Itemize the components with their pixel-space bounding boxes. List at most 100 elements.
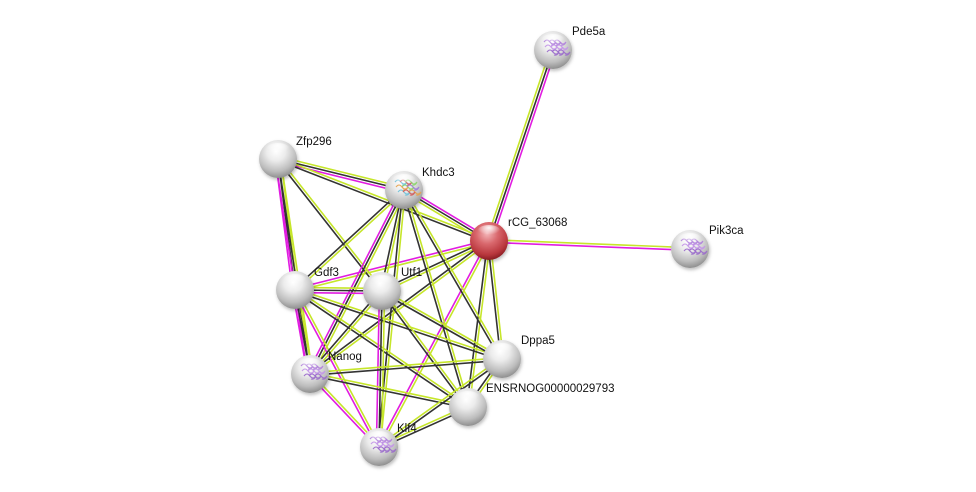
edge-rCG_63068-Pde5a[interactable] [485, 48, 557, 243]
edge-line-coexpression [488, 49, 554, 242]
node-pde5a[interactable]: Pde5a [534, 26, 606, 69]
edge-line-coexpression [401, 190, 468, 408]
edge-line-coexpression [486, 241, 502, 360]
edge-line-textmining [485, 48, 552, 241]
node-label: ENSRNOG00000029793 [486, 383, 615, 395]
edge-Nanog-Dppa5[interactable] [309, 356, 503, 377]
edge-line-coexpression [379, 359, 504, 449]
node-zfp296[interactable]: Zfp296 [259, 136, 332, 178]
edge-line-coexpression [277, 158, 311, 375]
edge-line-coexpression [381, 239, 489, 291]
node-label: Khdc3 [422, 167, 455, 179]
edge-line-coexpression [277, 158, 405, 191]
edge-line-textmining [295, 288, 503, 359]
edge-line-experiments [377, 240, 489, 447]
edge-line-textmining [311, 190, 408, 376]
edge-line-textmining [310, 241, 491, 376]
edge-line-textmining [377, 357, 502, 447]
edge-rCG_63068-Dppa5[interactable] [486, 240, 505, 360]
node-highlight [456, 391, 480, 405]
edge-line-textmining [382, 289, 504, 359]
edge-line-textmining [295, 289, 381, 447]
edge-Khdc3-Gdf3[interactable] [293, 188, 406, 292]
edge-Zfp296-rCG_63068[interactable] [277, 157, 490, 243]
edge-line-coexpression [293, 188, 404, 290]
edge-line-textmining [295, 190, 406, 292]
node-label: rCG_63068 [508, 217, 567, 229]
node-highlight [477, 225, 501, 239]
node-utf1[interactable]: Utf1 [363, 267, 422, 310]
edge-line-experiments [277, 160, 404, 194]
node-rcg_63068[interactable]: rCG_63068 [470, 217, 567, 260]
edge-Klf4-Dppa5[interactable] [377, 357, 504, 449]
edge-Gdf3-Klf4[interactable] [293, 289, 381, 448]
node-pik3ca[interactable]: Pik3ca [671, 225, 744, 268]
node-highlight [283, 274, 307, 288]
edge-line-textmining [489, 238, 691, 249]
node-highlight [541, 34, 565, 48]
edge-line-coexpression [402, 190, 502, 361]
node-label: Gdf3 [314, 267, 339, 279]
edge-line-experiments [293, 290, 379, 448]
edge-rCG_63068-Pik3ca[interactable] [488, 238, 691, 252]
edge-line-experiments [306, 188, 403, 374]
edge-Zfp296-Khdc3[interactable] [277, 155, 405, 194]
edge-rCG_63068-Utf1[interactable] [381, 239, 490, 293]
edge-line-coexpression [308, 239, 489, 374]
edge-Utf1-Dppa5[interactable] [380, 289, 504, 361]
node-gdf3[interactable]: Gdf3 [276, 267, 339, 309]
node-label: Utf1 [401, 267, 422, 279]
edge-line-textmining [489, 240, 505, 359]
node-dppa5[interactable]: Dppa5 [483, 335, 555, 378]
edge-line-experiments [488, 241, 690, 252]
node-highlight [367, 431, 391, 445]
edge-line-textmining [382, 289, 470, 407]
edge-line-experiments [490, 50, 557, 243]
node-ensrnog00000029793[interactable]: ENSRNOG00000029793 [449, 383, 615, 426]
edge-line-textmining [278, 157, 490, 241]
edge-line-textmining [382, 241, 490, 293]
edge-Utf1-ENSRNOG00000029793[interactable] [380, 289, 470, 409]
node-label: Pik3ca [709, 225, 744, 237]
edge-line-textmining [379, 190, 407, 448]
node-highlight [392, 174, 416, 188]
edge-line-experiments [375, 290, 381, 447]
node-highlight [298, 358, 322, 372]
node-highlight [266, 143, 290, 157]
edge-line-coexpression [380, 291, 502, 361]
edge-rCG_63068-Nanog[interactable] [308, 239, 491, 376]
edge-line-textmining [404, 189, 471, 407]
edge-line-coexpression [309, 374, 468, 410]
edge-line-textmining [278, 155, 405, 189]
node-highlight [490, 343, 514, 357]
node-highlight [370, 275, 394, 289]
edge-Khdc3-ENSRNOG00000029793[interactable] [401, 189, 471, 408]
node-khdc3[interactable]: Khdc3 [385, 167, 455, 209]
edge-line-textmining [379, 241, 491, 448]
edge-line-textmining [278, 157, 384, 291]
edge-line-textmining [295, 288, 470, 407]
edge-line-textmining [295, 241, 490, 293]
edge-line-textmining [279, 158, 314, 374]
edge-rCG_63068-Gdf3[interactable] [294, 238, 490, 293]
node-klf4[interactable]: Klf4 [360, 423, 417, 466]
node-label: Klf4 [397, 423, 417, 435]
edge-Zfp296-Nanog[interactable] [274, 158, 314, 375]
node-nanog[interactable]: Nanog [291, 351, 362, 393]
edge-line-experiments [294, 238, 489, 290]
edge-line-experiments [274, 159, 309, 375]
node-label: Zfp296 [296, 136, 332, 148]
edge-Gdf3-Dppa5[interactable] [294, 288, 503, 361]
node-label: Pde5a [572, 26, 606, 38]
edge-line-coexpression [277, 159, 489, 243]
edge-Khdc3-Dppa5[interactable] [402, 188, 504, 361]
edge-line-coexpression [380, 291, 468, 409]
edge-rCG_63068-Klf4[interactable] [377, 240, 491, 448]
node-label: Nanog [328, 351, 362, 363]
edge-line-textmining [404, 188, 504, 359]
edge-line-textmining [309, 356, 502, 374]
node-highlight [678, 233, 702, 247]
edge-line-coexpression [294, 290, 502, 361]
